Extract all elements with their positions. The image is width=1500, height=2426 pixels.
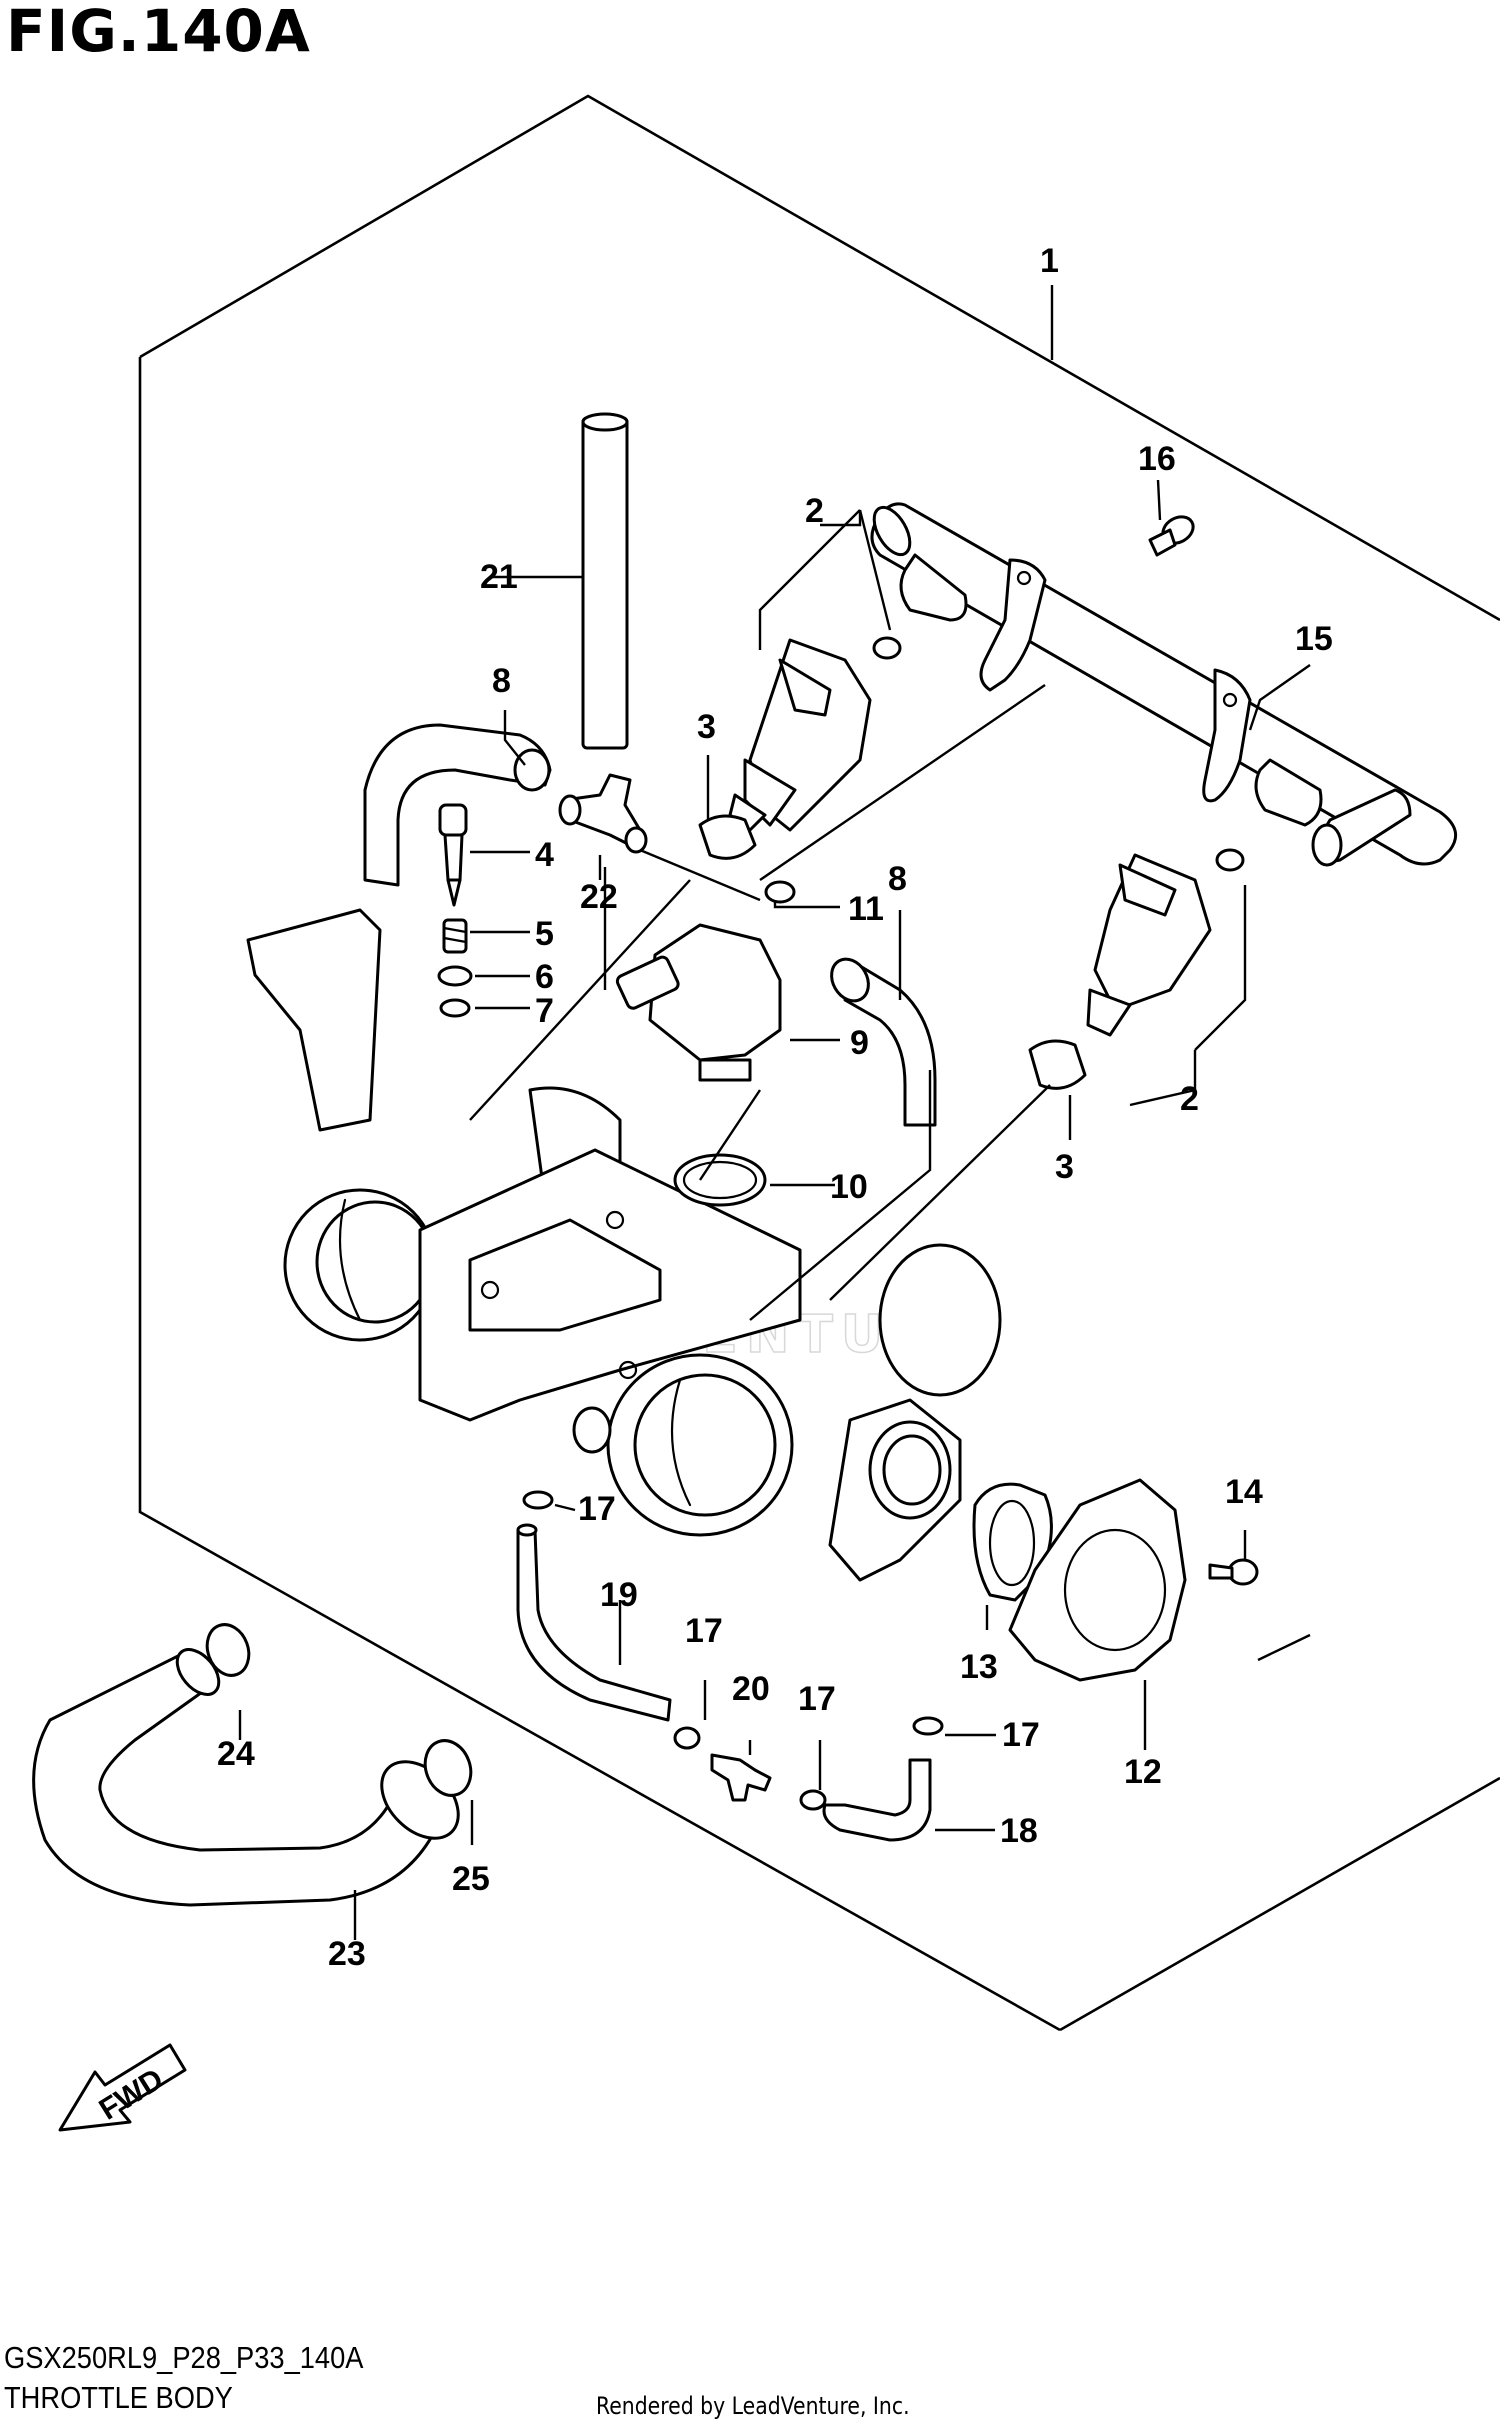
bolt-16 [1148,515,1195,557]
spring-5 [442,918,468,954]
tee-joint-20 [710,1753,772,1802]
callout-18: 18 [1000,1812,1038,1850]
callout-16: 16 [1138,440,1176,478]
callout-9: 9 [850,1024,869,1062]
callout-4: 4 [535,836,554,874]
clamp-24 [205,1623,251,1677]
clamp-17-b [673,1726,701,1750]
o-ring-10 [673,1153,767,1207]
callout-12: 12 [1124,1753,1162,1791]
screw-14 [1208,1558,1259,1586]
fuel-delivery-pipe [870,502,1458,867]
injector-seal-upper [698,814,757,860]
washer-6 [437,965,473,987]
screw-11 [764,880,796,904]
callout-6: 6 [535,958,554,996]
callout-8-left: 8 [492,662,511,700]
callout-17-c: 17 [798,1680,836,1718]
fwd-arrow: FWD [58,2043,187,2132]
callout-7: 7 [535,992,554,1030]
model-code: GSX250RL9_P28_P33_140A [4,2340,364,2375]
callout-24: 24 [217,1735,255,1773]
callout-19: 19 [600,1576,638,1614]
assembly-frame [139,94,1500,622]
callout-5: 5 [535,915,554,953]
callout-17-d: 17 [1002,1716,1040,1754]
section-title: THROTTLE BODY [4,2380,233,2415]
callout-2-lower: 2 [1180,1080,1199,1118]
clamp-25 [423,1739,473,1797]
callout-13: 13 [960,1648,998,1686]
callout-21: 21 [480,558,518,596]
hose-23 [32,1648,460,1907]
callout-3-lower: 3 [1055,1148,1074,1186]
clamp-17-a [522,1490,554,1510]
callout-numbers: 1 16 2 15 21 8 3 4 22 8 11 5 6 7 9 2 3 1… [217,242,1333,1973]
hose-18 [822,1758,932,1842]
clamp-17-d [912,1716,944,1736]
callout-17-a: 17 [578,1490,616,1528]
sensor-cover-12 [1008,1478,1187,1682]
throttle-body-main [246,908,1002,1582]
render-credit: Rendered by LeadVenture, Inc. [596,2392,910,2420]
fuel-injector-lower [1086,848,1245,1037]
assembly-frame-lower [138,357,1061,2032]
callout-1: 1 [1040,242,1059,280]
injector-seal-lower [1028,1039,1087,1090]
callout-15: 15 [1295,620,1333,658]
callout-20: 20 [732,1670,770,1708]
figure-title: FIG.140A [6,0,311,65]
callout-11: 11 [848,890,884,928]
o-ring-7 [439,998,471,1018]
sensor-seal-13 [972,1482,1053,1602]
hose-8-right [830,957,937,1127]
callout-3-upper: 3 [697,708,716,746]
callout-23: 23 [328,1935,366,1973]
vacuum-hose-21 [581,412,629,750]
callout-2-upper: 2 [805,492,824,530]
tee-joint-22 [558,773,648,854]
air-screw-4 [438,803,468,907]
callout-17-b: 17 [685,1612,723,1650]
assembly-frame-right [1059,1776,1500,2032]
fuel-injector-upper [728,636,902,832]
callout-10: 10 [830,1168,868,1206]
hose-19 [516,1523,672,1722]
callout-25: 25 [452,1860,490,1898]
hose-8-left [363,723,552,887]
callout-8-right: 8 [888,860,907,898]
clamp-17-c [799,1789,827,1811]
callout-14: 14 [1225,1473,1263,1511]
leader-lines [238,285,1311,1940]
map-sensor-9 [615,923,782,1082]
callout-22: 22 [580,878,618,916]
